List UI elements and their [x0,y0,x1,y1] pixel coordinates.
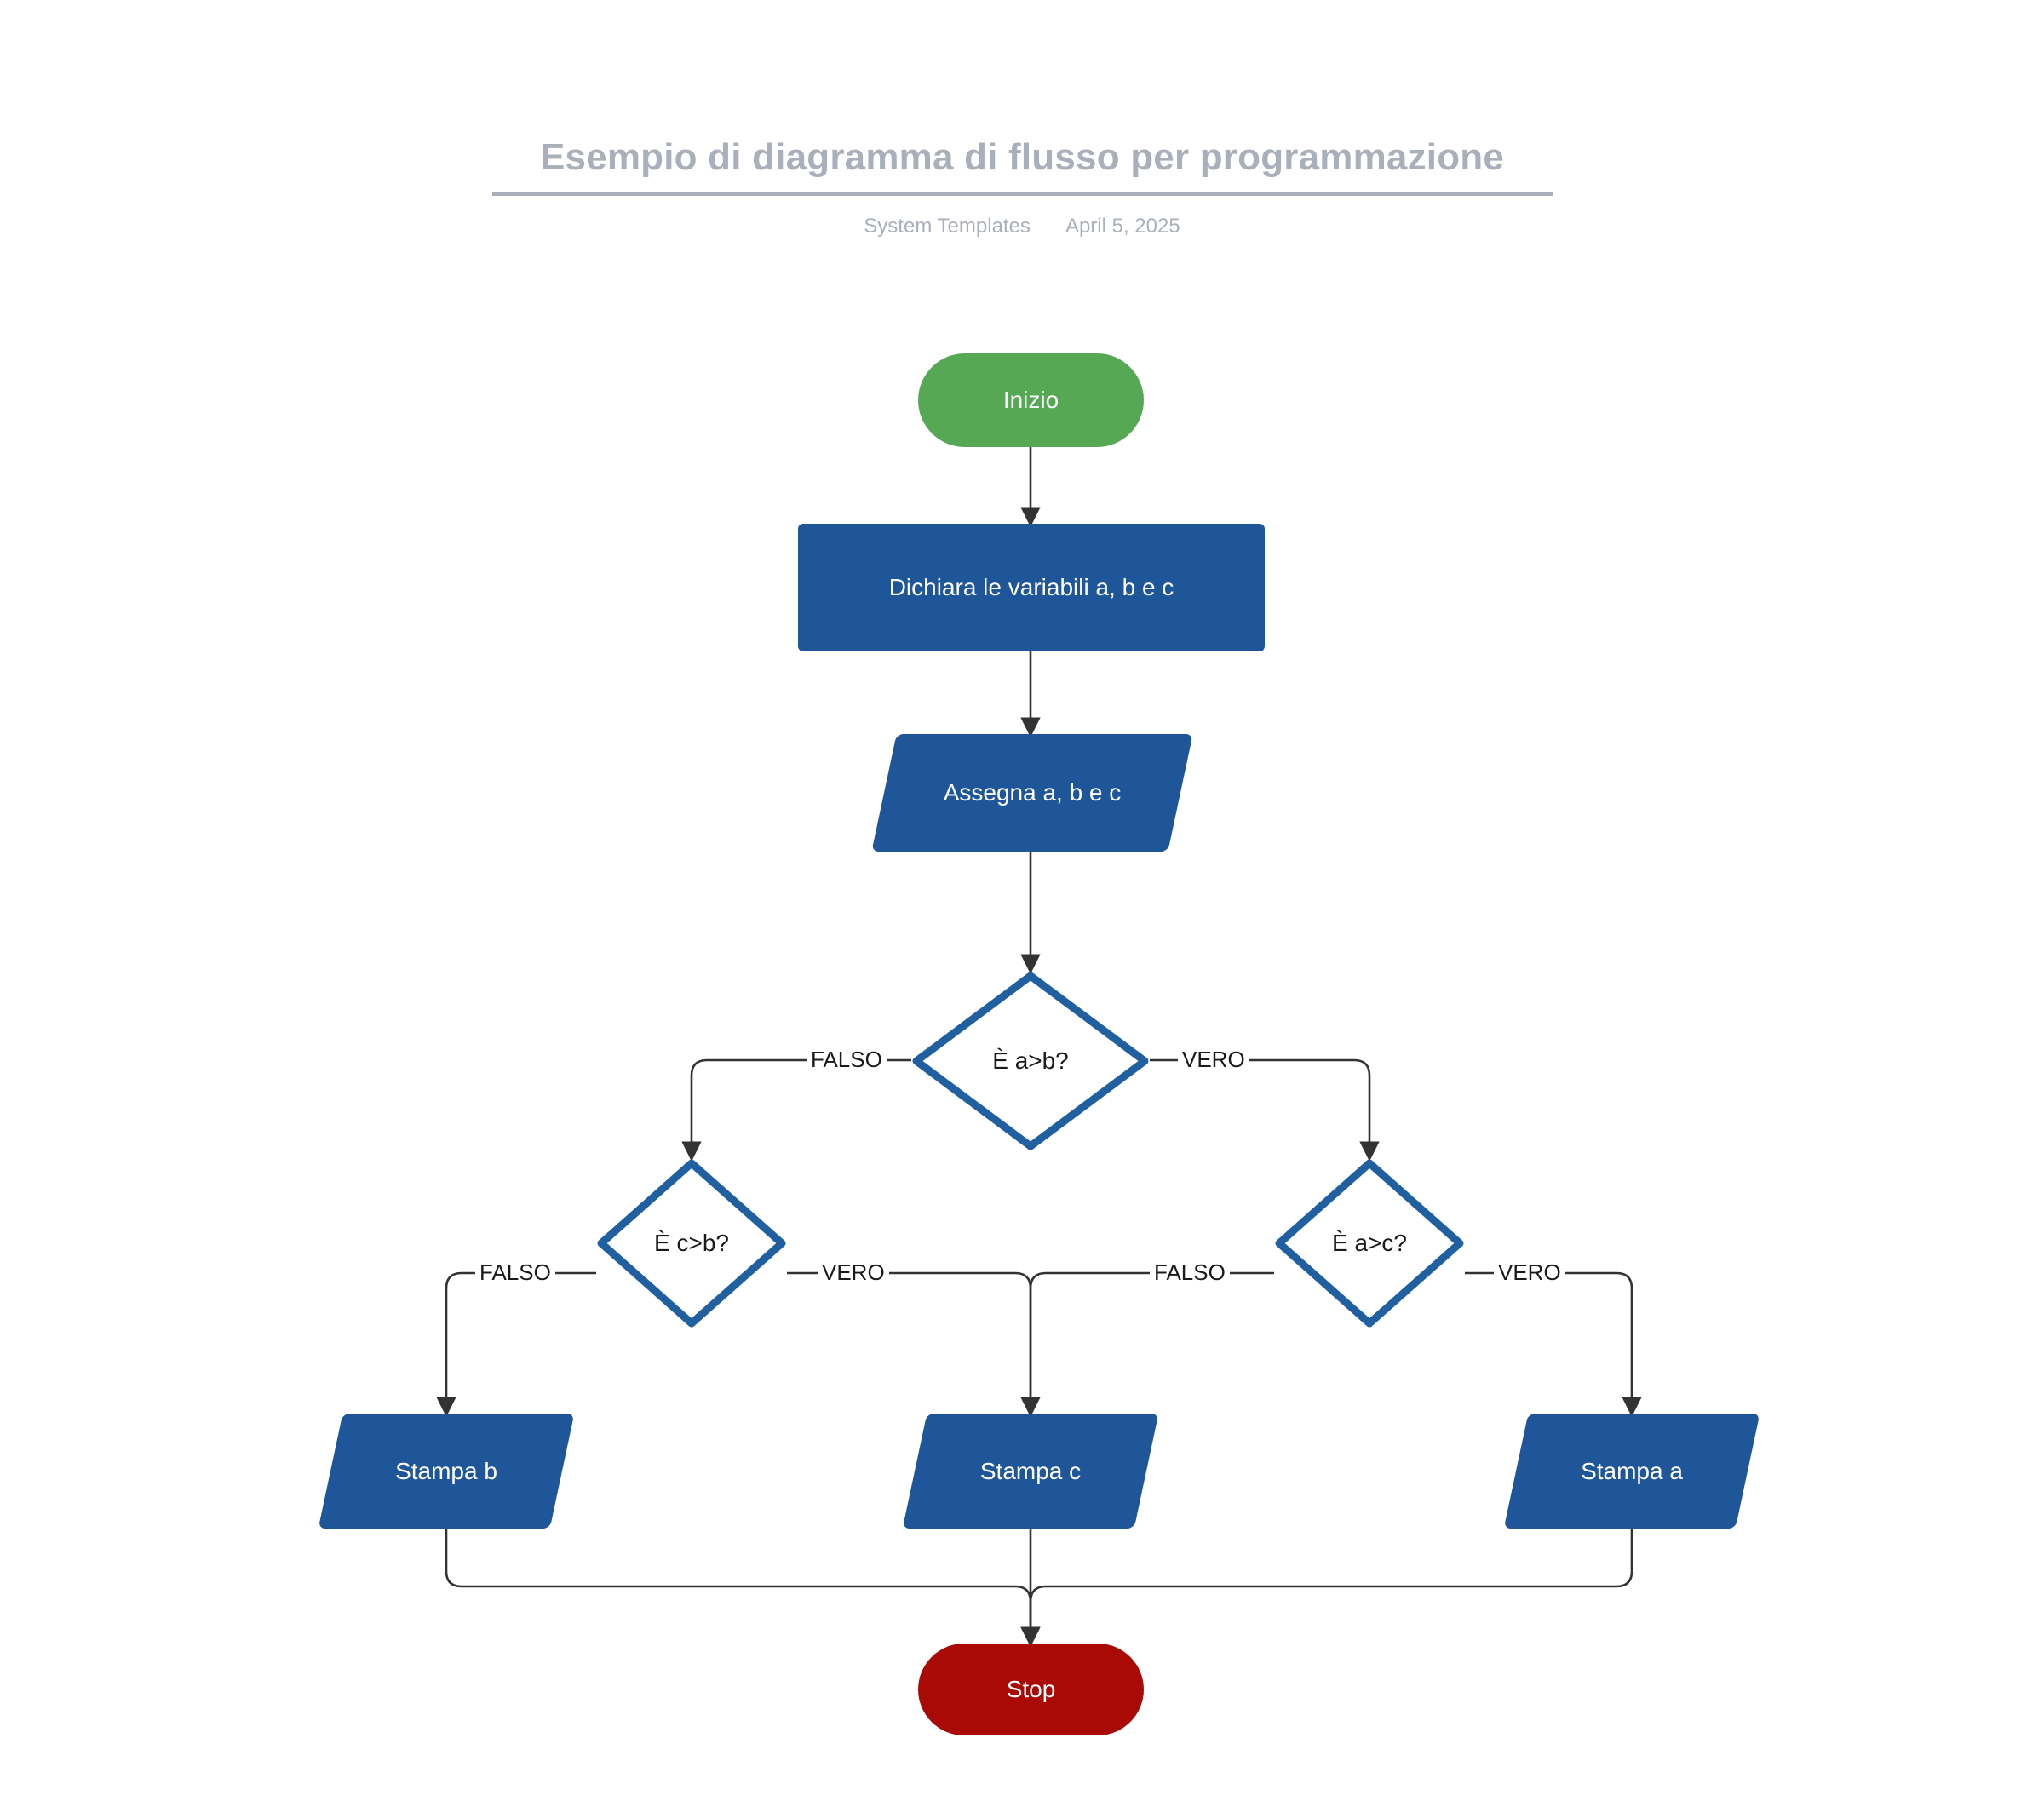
edge-dab-true-dac [1150,1058,1380,1162]
node-print-b[interactable]: Stampa b [318,1414,575,1529]
subtitle-date: April 5, 2025 [1065,214,1180,238]
edge-dac-false-printc [1020,1271,1274,1417]
edge-label-ac-false: FALSO [1150,1261,1230,1283]
edge-label-cb-false: FALSO [475,1261,555,1283]
edge-label-ac-true: VERO [1494,1261,1565,1283]
edge-printa-stop [1020,1529,1633,1647]
node-stop-label: Stop [1006,1676,1056,1702]
parallelogram-shape [318,1414,575,1529]
parallelogram-shape [1503,1414,1760,1529]
node-decision-a-gt-b[interactable]: È a>b? [911,971,1150,1151]
node-decision-a-gt-c[interactable]: È a>c? [1274,1158,1465,1328]
subtitle-author: System Templates [864,214,1031,238]
edge-label-cb-true: VERO [818,1261,889,1283]
node-start[interactable]: Inizio [918,353,1144,447]
edge-dab-false-dcb [681,1058,911,1162]
edge-label-ab-false: FALSO [807,1048,887,1070]
document-header: Esempio di diagramma di flusso per progr… [0,136,2044,239]
document-subtitle: System Templates April 5, 2025 [0,214,2044,239]
parallelogram-shape [871,734,1193,852]
edge-label-ab-true: VERO [1178,1048,1249,1070]
diamond-shape [911,971,1150,1151]
node-assign[interactable]: Assegna a, b e c [871,734,1193,852]
node-declare-variables-label: Dichiara le variabili a, b e c [888,574,1174,600]
node-start-label: Inizio [1002,387,1059,413]
edge-dcb-false-printb [436,1271,596,1417]
node-print-c[interactable]: Stampa c [902,1414,1159,1529]
edge-printb-stop [445,1529,1041,1647]
node-print-a[interactable]: Stampa a [1503,1414,1760,1529]
node-decision-c-gt-b[interactable]: È c>b? [596,1158,787,1328]
node-declare-variables[interactable]: Dichiara le variabili a, b e c [798,524,1265,651]
edge-dcb-true-printc [787,1271,1041,1417]
parallelogram-shape [902,1414,1159,1529]
page-title: Esempio di diagramma di flusso per progr… [539,136,1505,178]
diamond-shape [596,1158,787,1328]
diamond-shape [1274,1158,1465,1328]
node-stop[interactable]: Stop [918,1644,1144,1735]
edge-dac-true-printa [1465,1271,1642,1417]
title-divider [491,191,1553,196]
